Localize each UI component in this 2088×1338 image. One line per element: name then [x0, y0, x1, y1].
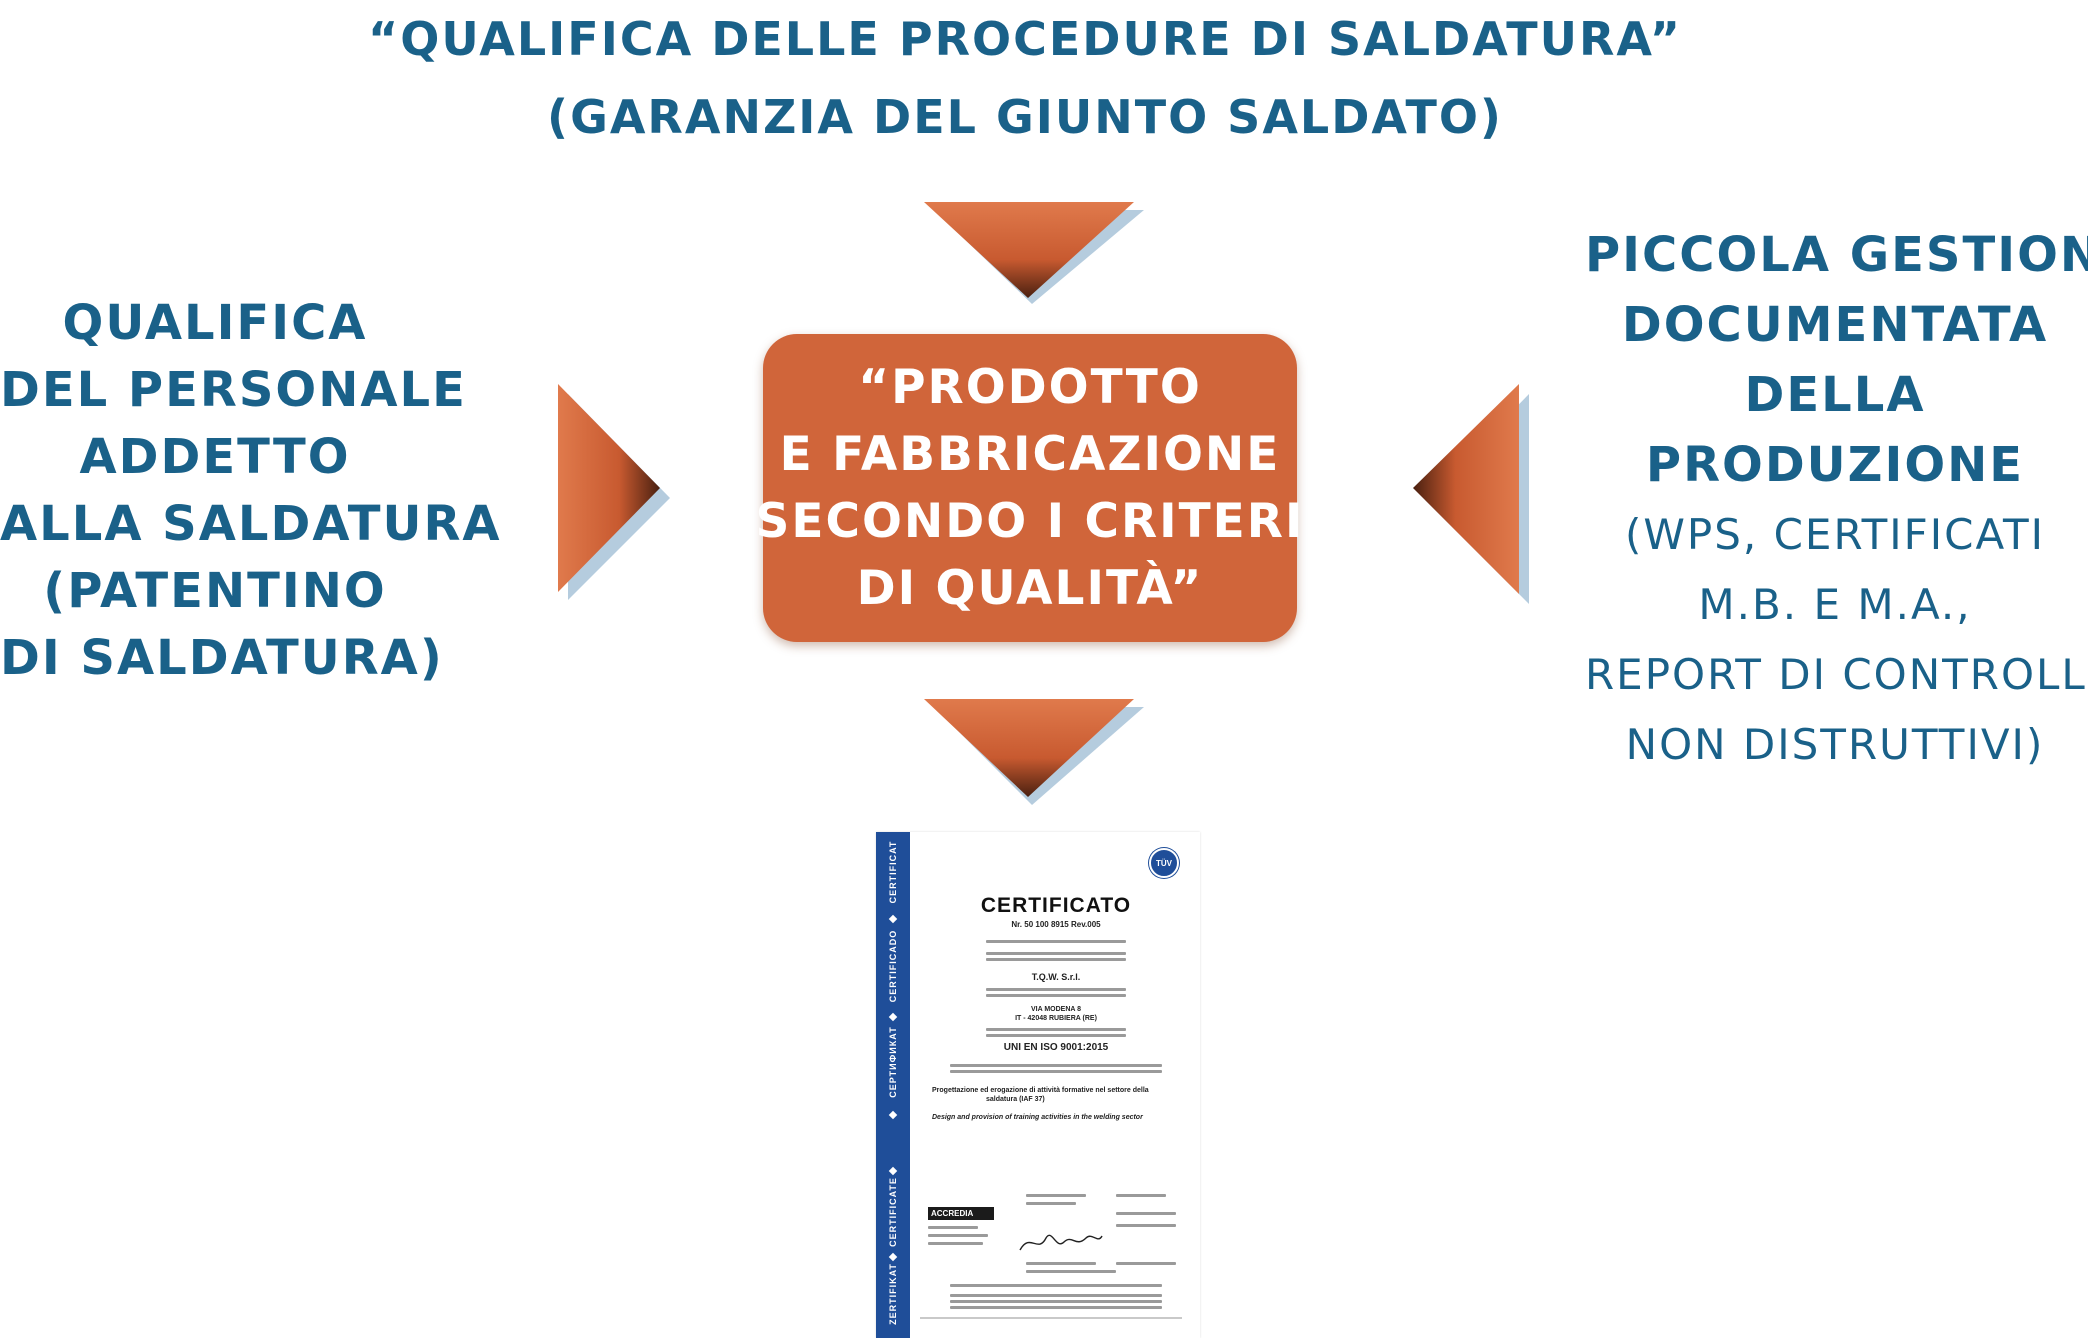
certificate-fine-print: [986, 1028, 1126, 1031]
center-box-line: SECONDO I CRITERI: [755, 494, 1305, 549]
left-text-line: QUALIFICA: [62, 295, 368, 351]
signature-icon: [1019, 1234, 1103, 1251]
certificate-fine-print: [950, 1070, 1162, 1073]
center-box-line: E FABBRICAZIONE: [779, 427, 1281, 482]
left-text-line: (PATENTINO: [43, 563, 387, 619]
arrow-left-right-side-icon: [1413, 384, 1529, 604]
certificate-fine-print: [928, 1226, 978, 1229]
certificate-title: CERTIFICATO: [980, 894, 1132, 917]
certificate-fine-print: [986, 1034, 1126, 1037]
certificate-fine-print: [1116, 1194, 1166, 1197]
top-title-line1: “QUALIFICA DELLE PROCEDURE DI SALDATURA”: [367, 12, 1683, 66]
certificate-fine-print: [1026, 1270, 1116, 1273]
arrow-right-left-side-icon: [558, 384, 670, 600]
arrow-down-bottom-icon: [924, 699, 1144, 805]
certificate-fine-print: [950, 1294, 1162, 1297]
center-quality-box: “PRODOTTO E FABBRICAZIONE SECONDO I CRIT…: [756, 334, 1302, 642]
left-text-block: QUALIFICA DEL PERSONALE ADDETTO ALLA SAL…: [0, 290, 502, 692]
stripe-word: CERTIFICATE: [888, 1177, 898, 1247]
right-text-line: PRODUZIONE: [1645, 437, 2025, 493]
stripe-diamond-icon: [888, 1110, 898, 1120]
iso-certificate-image: CERTIFICAT CERTIFICADO СЕРТИФИКАТ CERTIF…: [876, 832, 1200, 1338]
certificate-fine-print: [1116, 1212, 1176, 1215]
left-text-line: DI SALDATURA): [0, 630, 444, 686]
certificate-number: Nr. 50 100 8915 Rev.005: [1011, 920, 1101, 929]
stripe-word: ZERTIFIKAT: [888, 1263, 898, 1325]
certificate-fine-print: [986, 994, 1126, 997]
certificate-company: T.Q.W. S.r.l.: [1031, 972, 1081, 982]
certificate-scope-english: Design and provision of training activit…: [932, 1114, 1143, 1121]
right-text-detail-line: M.B. E M.A.,: [1698, 580, 1972, 629]
stripe-diamond-icon: [888, 1012, 898, 1022]
certificate-fine-print: [1026, 1262, 1096, 1265]
certificate-standard: UNI EN ISO 9001:2015: [1003, 1042, 1109, 1053]
right-text-detail-line: NON DISTRUTTIVI): [1625, 720, 2045, 769]
stripe-word: CERTIFICAT: [888, 840, 898, 904]
arrow-down-top-icon: [924, 202, 1144, 304]
center-box-line: “PRODOTTO: [858, 360, 1202, 415]
certificate-fine-print: [950, 1284, 1162, 1287]
certificate-address-street: VIA MODENA 8: [1030, 1006, 1082, 1013]
certificate-fine-print: [928, 1242, 983, 1245]
certificate-fine-print: [950, 1306, 1162, 1309]
certificate-fine-print: [1116, 1224, 1176, 1227]
certificate-fine-print: [986, 988, 1126, 991]
top-title: “QUALIFICA DELLE PROCEDURE DI SALDATURA”…: [300, 0, 1750, 156]
top-title-line2: (GARANZIA DEL GIUNTO SALDATO): [547, 90, 1503, 144]
certificate-fine-print: [928, 1234, 988, 1237]
stripe-diamond-icon: [888, 1166, 898, 1176]
certificate-fine-print: [1026, 1202, 1076, 1205]
certificate-fine-print: [950, 1064, 1162, 1067]
certificate-scope-italian-cont: saldatura (IAF 37): [986, 1096, 1045, 1103]
right-text-detail-line: REPORT DI CONTROLLI: [1585, 650, 2088, 699]
right-text-line: DOCUMENTATA: [1621, 297, 2049, 353]
accredia-logo: ACCREDIA: [928, 1207, 994, 1220]
certificate-fine-print: [1026, 1194, 1086, 1197]
stripe-diamond-icon: [888, 1252, 898, 1262]
stripe-word: CERTIFICADO: [888, 929, 898, 1003]
tuv-logo-icon: TÜV: [1149, 848, 1179, 878]
certificate-fine-print: [986, 952, 1126, 955]
certificate-side-stripe: CERTIFICAT CERTIFICADO СЕРТИФИКАТ CERTIF…: [876, 832, 910, 1338]
certificate-address-city: IT - 42048 RUBIERA (RE): [1015, 1015, 1097, 1022]
stripe-word: СЕРТИФИКАТ: [888, 1026, 898, 1098]
right-text-line: DELLA: [1744, 367, 1926, 423]
certificate-fine-print: [950, 1300, 1162, 1303]
certificate-fine-print: [1116, 1262, 1176, 1265]
certificate-fine-print: [986, 940, 1126, 943]
certificate-scope-italian: Progettazione ed erogazione di attività …: [932, 1087, 1149, 1094]
left-text-line: ADDETTO: [79, 429, 351, 485]
certificate-fine-print: [986, 958, 1126, 961]
right-text-line: PICCOLA GESTIONE: [1585, 227, 2088, 283]
right-text-block: PICCOLA GESTIONE DOCUMENTATA DELLA PRODU…: [1585, 220, 2088, 780]
right-text-detail-line: (WPS, CERTIFICATI: [1624, 510, 2046, 559]
left-text-line: DEL PERSONALE: [0, 362, 467, 418]
center-box-line: DI QUALITÀ”: [856, 561, 1204, 616]
stripe-diamond-icon: [888, 914, 898, 924]
left-text-line: ALLA SALDATURA: [0, 496, 502, 552]
certificate-footer: [920, 1317, 1182, 1319]
